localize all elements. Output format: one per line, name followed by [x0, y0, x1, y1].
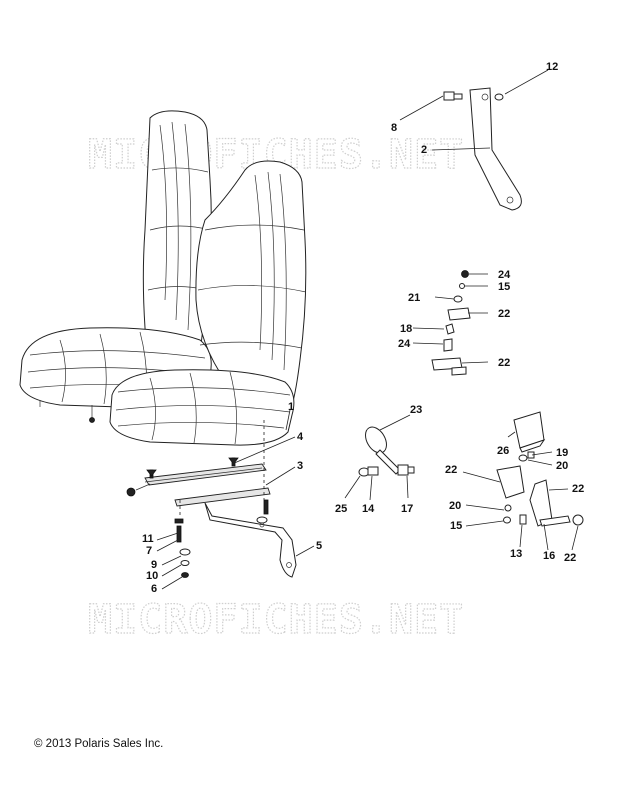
callout-18: 18 [400, 323, 412, 335]
mirror-assembly [358, 426, 415, 477]
belt-buckle [496, 411, 584, 527]
callout-24a: 24 [498, 269, 511, 281]
callout-22b: 22 [498, 357, 510, 369]
callout-4: 4 [297, 431, 304, 443]
callout-1: 1 [288, 401, 294, 413]
callout-24b: 24 [398, 338, 411, 350]
callout-12: 12 [546, 61, 558, 73]
callout-23: 23 [410, 404, 422, 416]
callout-20b: 20 [449, 500, 461, 512]
callout-15b: 15 [450, 520, 462, 532]
callout-11: 11 [142, 533, 154, 545]
seat-front [109, 160, 307, 446]
seat-bracket [204, 502, 297, 578]
callout-16: 16 [543, 550, 555, 562]
callout-25: 25 [335, 503, 347, 515]
seat-slider [126, 457, 271, 507]
callout-10: 10 [146, 570, 158, 582]
callout-26: 26 [497, 445, 509, 457]
callout-19: 19 [556, 447, 568, 459]
callout-8: 8 [391, 122, 397, 134]
fasteners-left [174, 420, 269, 578]
callout-21: 21 [408, 292, 420, 304]
callout-6: 6 [151, 583, 157, 595]
callout-9: 9 [151, 559, 157, 571]
latch-group [431, 270, 471, 376]
callout-15a: 15 [498, 281, 510, 293]
watermark-bottom: MICROFICHES.NET [88, 597, 464, 643]
callout-13: 13 [510, 548, 522, 560]
callout-17: 17 [401, 503, 413, 515]
callout-20a: 20 [556, 460, 568, 472]
callout-22c: 22 [445, 464, 457, 476]
callouts: 1 2 3 4 5 6 7 8 9 10 11 12 13 14 15 15 1… [142, 61, 584, 595]
callout-5: 5 [316, 540, 322, 552]
callout-22e: 22 [564, 552, 576, 564]
leader-lines [156, 69, 579, 590]
callout-3: 3 [297, 460, 303, 472]
belt-bracket [443, 87, 522, 211]
callout-7: 7 [146, 545, 152, 557]
callout-2: 2 [421, 144, 427, 156]
callout-14: 14 [362, 503, 375, 515]
callout-22d: 22 [572, 483, 584, 495]
callout-22a: 22 [498, 308, 510, 320]
copyright-notice: © 2013 Polaris Sales Inc. [34, 738, 164, 750]
